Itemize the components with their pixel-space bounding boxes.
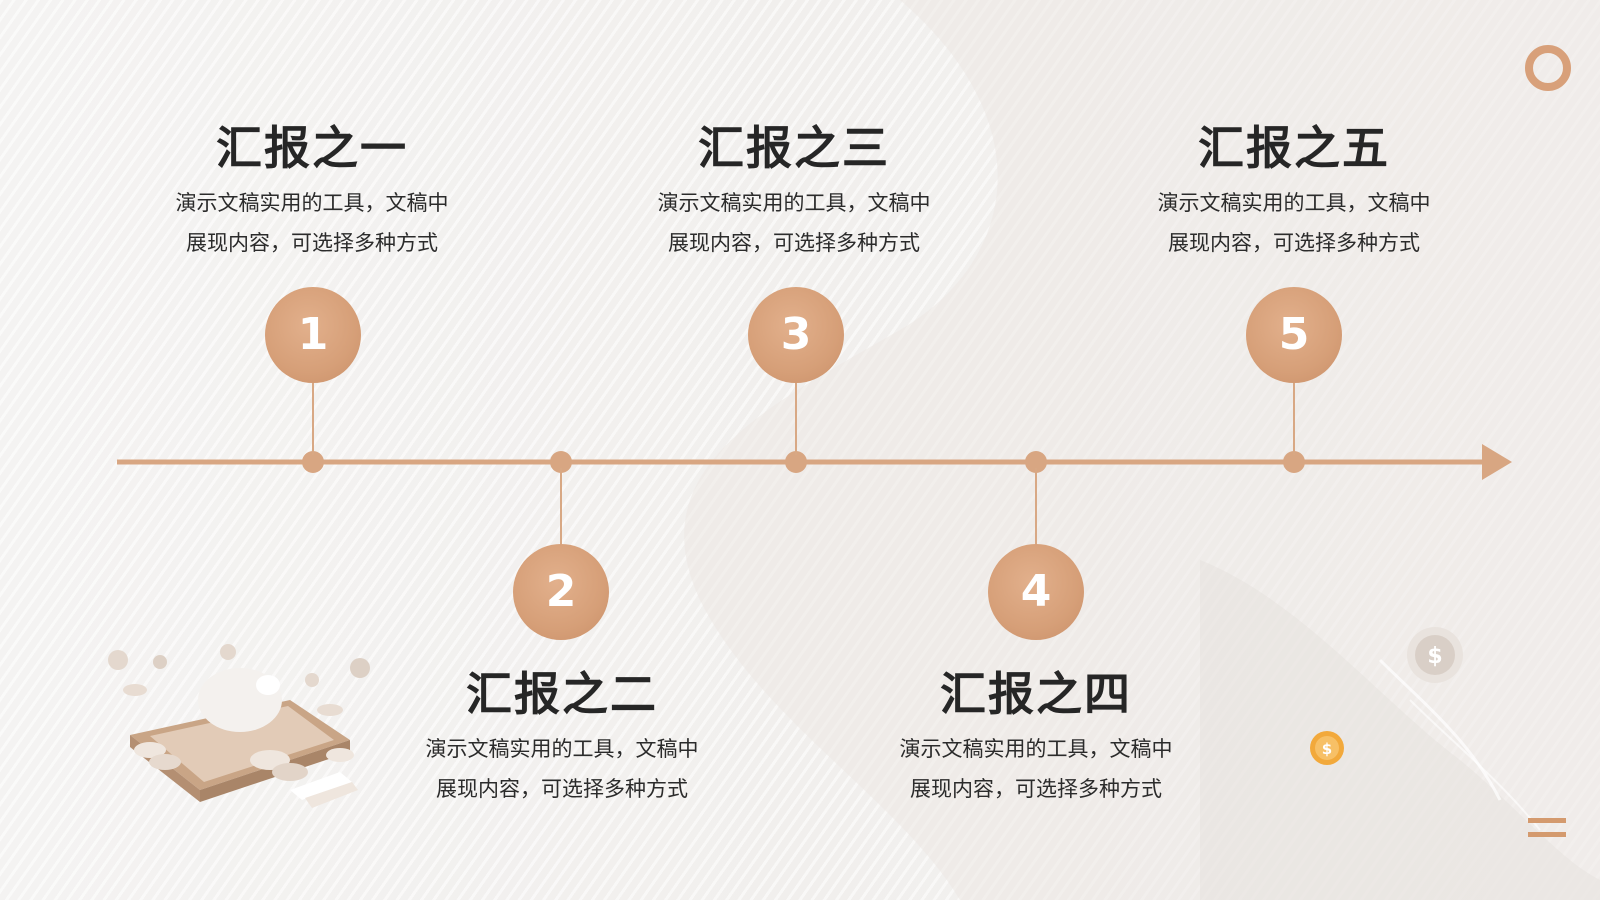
item-title-4: 汇报之四 bbox=[940, 667, 1132, 721]
timeline-node-2: 2 bbox=[513, 544, 609, 640]
item-desc-line: 演示文稿实用的工具，文稿中 bbox=[425, 737, 699, 761]
item-desc-line: 展现内容，可选择多种方式 bbox=[436, 777, 688, 801]
coin-icon: $ bbox=[1310, 731, 1344, 765]
ring-icon bbox=[1525, 45, 1571, 91]
timeline-stem-1 bbox=[312, 380, 314, 455]
item-desc-3: 演示文稿实用的工具，文稿中 展现内容，可选择多种方式 bbox=[614, 183, 974, 263]
item-desc-line: 展现内容，可选择多种方式 bbox=[186, 231, 438, 255]
timeline-dot-4 bbox=[1025, 451, 1047, 473]
item-desc-2: 演示文稿实用的工具，文稿中 展现内容，可选择多种方式 bbox=[382, 729, 742, 809]
item-desc-line: 展现内容，可选择多种方式 bbox=[668, 231, 920, 255]
timeline-stem-5 bbox=[1293, 380, 1295, 455]
menu-icon[interactable] bbox=[1528, 818, 1566, 844]
item-desc-line: 演示文稿实用的工具，文稿中 bbox=[899, 737, 1173, 761]
item-title-1: 汇报之一 bbox=[216, 121, 408, 175]
svg-text:$: $ bbox=[1322, 740, 1332, 758]
timeline-stem-3 bbox=[795, 380, 797, 455]
timeline-dot-5 bbox=[1283, 451, 1305, 473]
coin-icon: $ bbox=[1407, 627, 1463, 683]
item-title-3: 汇报之三 bbox=[698, 121, 890, 175]
timeline-stem-4 bbox=[1035, 468, 1037, 548]
item-desc-1: 演示文稿实用的工具，文稿中 展现内容，可选择多种方式 bbox=[132, 183, 492, 263]
item-desc-line: 演示文稿实用的工具，文稿中 bbox=[1157, 191, 1431, 215]
timeline-dot-3 bbox=[785, 451, 807, 473]
timeline-dot-1 bbox=[302, 451, 324, 473]
item-desc-5: 演示文稿实用的工具，文稿中 展现内容，可选择多种方式 bbox=[1114, 183, 1474, 263]
item-title-2: 汇报之二 bbox=[466, 667, 658, 721]
timeline-node-3: 3 bbox=[748, 287, 844, 383]
timeline-node-4: 4 bbox=[988, 544, 1084, 640]
timeline-node-1: 1 bbox=[265, 287, 361, 383]
item-desc-line: 演示文稿实用的工具，文稿中 bbox=[175, 191, 449, 215]
svg-text:$: $ bbox=[1427, 644, 1442, 669]
timeline-stem-2 bbox=[560, 468, 562, 548]
timeline-dot-2 bbox=[550, 451, 572, 473]
item-desc-line: 演示文稿实用的工具，文稿中 bbox=[657, 191, 931, 215]
item-title-5: 汇报之五 bbox=[1198, 121, 1390, 175]
item-desc-line: 展现内容，可选择多种方式 bbox=[1168, 231, 1420, 255]
item-desc-4: 演示文稿实用的工具，文稿中 展现内容，可选择多种方式 bbox=[856, 729, 1216, 809]
piggy-bank-illustration bbox=[108, 644, 370, 808]
timeline-node-5: 5 bbox=[1246, 287, 1342, 383]
item-desc-line: 展现内容，可选择多种方式 bbox=[910, 777, 1162, 801]
